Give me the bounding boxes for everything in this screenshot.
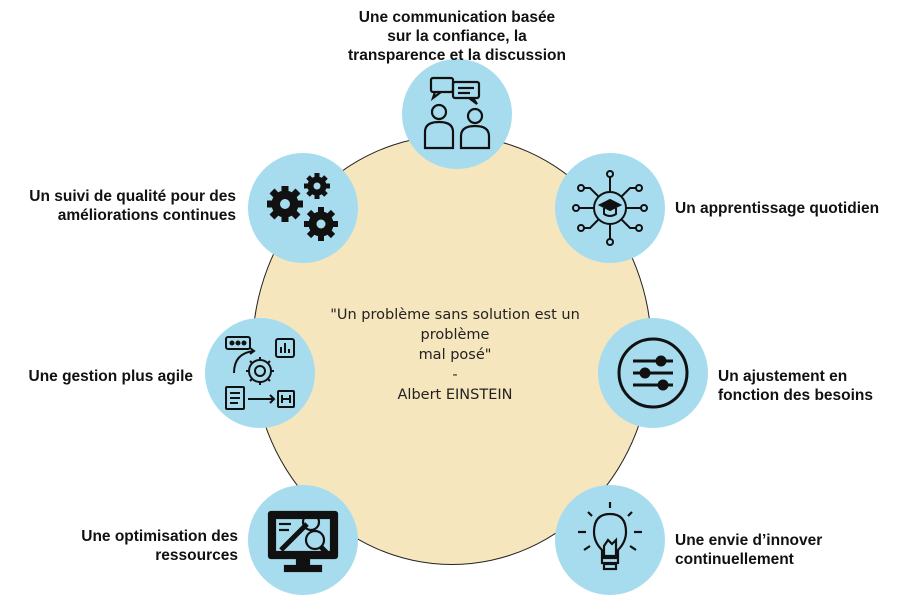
label-communication: Une communication basée sur la confiance… xyxy=(330,8,584,65)
node-innovation xyxy=(555,485,665,595)
sliders-icon xyxy=(617,337,689,409)
node-communication xyxy=(402,59,512,169)
node-optimization xyxy=(248,485,358,595)
node-adjustment xyxy=(598,318,708,428)
label-line: transparence et la discussion xyxy=(348,47,566,64)
conversation-icon xyxy=(423,76,491,150)
lightbulb-icon xyxy=(578,502,642,571)
label-line: Une communication basée xyxy=(358,9,556,26)
label-line: Un suivi de qualité pour des xyxy=(29,188,236,205)
node-quality xyxy=(248,153,358,263)
label-learning: Un apprentissage quotidien xyxy=(675,199,879,218)
quote-author: Albert EINSTEIN xyxy=(397,387,513,403)
agile-process-icon xyxy=(225,336,295,410)
label-innovation: Une envie d’innover continuellement xyxy=(675,531,822,569)
quote-line: mal posé" xyxy=(418,347,492,363)
learning-network-icon xyxy=(572,170,648,246)
label-optimization: Une optimisation des ressources xyxy=(40,527,238,565)
node-learning xyxy=(555,153,665,263)
label-line: Un ajustement en xyxy=(718,368,848,385)
label-agile: Une gestion plus agile xyxy=(10,367,194,386)
label-line: fonction des besoins xyxy=(718,387,874,404)
label-adjustment: Un ajustement en fonction des besoins xyxy=(718,367,873,405)
label-line: ressources xyxy=(155,547,238,564)
label-line: améliorations continues xyxy=(57,207,236,224)
label-line: Une envie d’innover xyxy=(675,532,823,549)
tools-monitor-icon xyxy=(267,510,339,573)
quote-line: - xyxy=(452,367,458,383)
label-line: Une optimisation des xyxy=(81,528,238,545)
label-line: continuellement xyxy=(675,551,794,568)
label-line: Un apprentissage quotidien xyxy=(675,200,880,217)
einstein-quote: "Un problème sans solution est un problè… xyxy=(300,305,610,405)
label-quality: Un suivi de qualité pour des amélioratio… xyxy=(0,187,236,225)
node-agile xyxy=(205,318,315,428)
quote-line: problème xyxy=(420,327,490,343)
gears-icon xyxy=(267,173,338,241)
label-line: sur la confiance, la xyxy=(387,28,527,45)
quote-line: "Un problème sans solution est un xyxy=(330,307,580,323)
label-line: Une gestion plus agile xyxy=(28,368,194,385)
